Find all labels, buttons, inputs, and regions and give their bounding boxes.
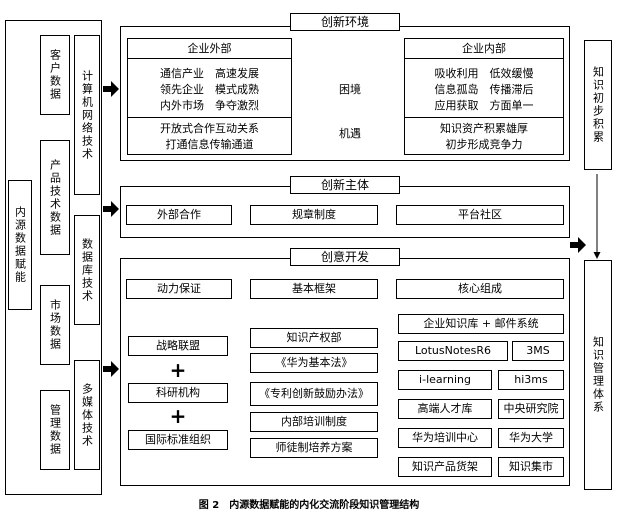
- plus-1: +: [169, 358, 187, 382]
- dev-framework: 基本框架: [250, 279, 378, 299]
- subject-platform: 平台社区: [396, 205, 564, 225]
- dev-core: 核心组成: [396, 279, 564, 299]
- knowledge-shelf: 知识产品货架: [398, 457, 492, 477]
- knowledge-management-system: 知识管理体系: [584, 260, 612, 490]
- opportunity-label: 机遇: [339, 127, 361, 140]
- customer-data: 客户数据: [40, 35, 70, 115]
- external-title: 企业外部: [187, 42, 232, 55]
- market-data: 市场数据: [40, 285, 70, 365]
- subject-rules: 规章制度: [250, 205, 378, 225]
- i-learning: i-learning: [398, 370, 492, 390]
- knowledge-accumulation: 知识初步积累: [584, 40, 612, 170]
- flow-arrow-subject: [103, 201, 119, 217]
- internal-line-3: 应用获取 方面单一: [434, 99, 534, 112]
- product-tech-data: 产品技术数据: [40, 140, 70, 255]
- internal-opp-2: 初步形成竞争力: [445, 138, 523, 151]
- external-line-2: 领先企业 模式成熟: [160, 83, 259, 96]
- internal-panel: [404, 38, 564, 155]
- patent-incentive: 《专利创新鼓励办法》: [250, 382, 378, 406]
- external-panel: [127, 38, 292, 155]
- external-line-1: 通信产业 高速发展: [160, 67, 259, 80]
- multimedia-tech: 多媒体技术: [74, 360, 100, 470]
- intl-standards-org: 国际标准组织: [128, 430, 228, 450]
- enterprise-kb: 企业知识库 + 邮件系统: [398, 314, 564, 334]
- internal-data-empowerment: 内源数据赋能: [8, 180, 32, 310]
- internal-training: 内部培训制度: [250, 412, 378, 432]
- research-institutions: 科研机构: [128, 383, 228, 403]
- strategic-alliance: 战略联盟: [128, 336, 228, 356]
- 3ms: 3MS: [512, 341, 564, 361]
- plus-2: +: [169, 404, 187, 428]
- external-opp-1: 开放式合作互动关系: [160, 122, 259, 135]
- subject-external-cooperation: 外部合作: [126, 205, 232, 225]
- flow-arrow-right: [570, 237, 586, 253]
- network-tech: 计算机网络技术: [74, 35, 100, 195]
- hi3ms: hi3ms: [498, 370, 564, 390]
- mentorship-plan: 师徒制培养方案: [250, 438, 378, 458]
- central-research: 中央研究院: [498, 399, 564, 419]
- internal-title: 企业内部: [462, 42, 506, 55]
- training-center: 华为培训中心: [398, 428, 492, 448]
- flow-arrow-dev: [103, 361, 119, 377]
- external-line-3: 内外市场 争夺激烈: [160, 99, 259, 112]
- creative-dev-title: 创意开发: [290, 248, 400, 266]
- innovation-env-title: 创新环境: [290, 13, 400, 31]
- database-tech: 数据库技术: [74, 215, 100, 325]
- innovation-subject-title: 创新主体: [290, 176, 400, 194]
- knowledge-market: 知识集市: [498, 457, 564, 477]
- ip-department: 知识产权部: [250, 328, 378, 348]
- internal-opp-1: 知识资产积累雄厚: [440, 122, 528, 135]
- figure-caption: 图 2 内源数据赋能的内化交流阶段知识管理结构: [198, 500, 420, 511]
- huawei-university: 华为大学: [498, 428, 564, 448]
- flow-arrow-env: [103, 81, 119, 97]
- internal-line-1: 吸收利用 低效缓慢: [434, 67, 534, 80]
- management-data: 管理数据: [40, 390, 70, 470]
- talent-pool: 高端人才库: [398, 399, 492, 419]
- internal-line-2: 信息孤岛 传播滞后: [434, 83, 534, 96]
- huawei-basic-law: 《华为基本法》: [250, 353, 378, 373]
- lotus-notes: LotusNotesR6: [398, 341, 508, 361]
- dilemma-label: 困境: [339, 83, 361, 96]
- dev-motivation: 动力保证: [126, 279, 232, 299]
- external-opp-2: 打通信息传输通道: [165, 138, 254, 151]
